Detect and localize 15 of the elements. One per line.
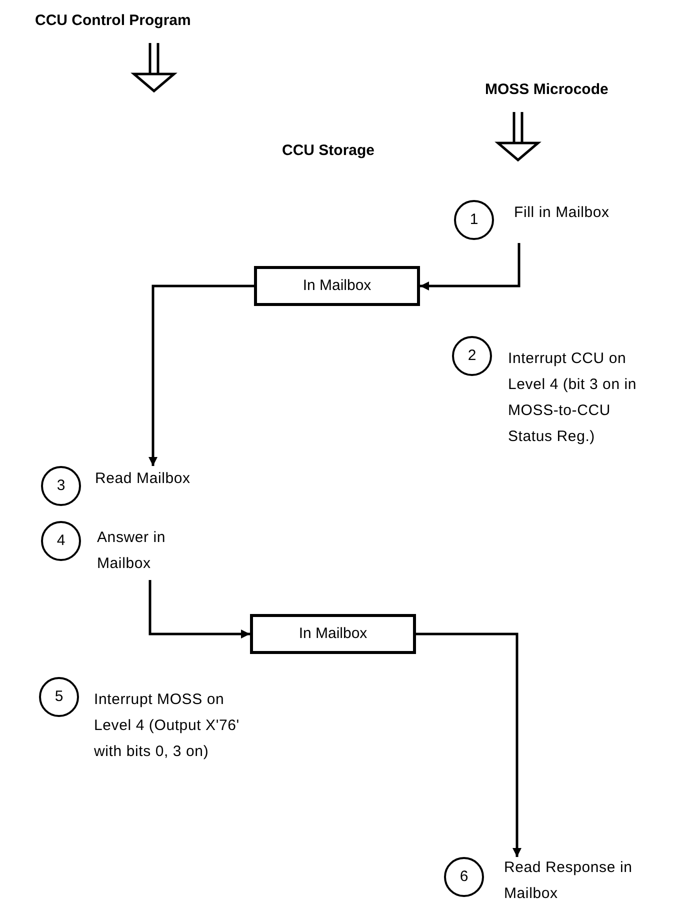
step-text: Interrupt CCU on Level 4 (bit 3 on in MOSS-to-CCU Status Reg.) [508,349,638,447]
step-text: Answer in Mailbox [97,528,167,574]
heading-label: CCU Storage [282,141,375,161]
step-text: Read Mailbox [95,469,192,489]
heading-label: MOSS Microcode [485,80,608,100]
step-text: Read Response in Mailbox [504,858,634,904]
arrow [416,632,522,857]
arrow [148,284,254,466]
step-text: Interrupt MOSS on Level 4 (Output X'76' with bits 0, 3 on) [94,690,240,762]
step-text: Fill in Mailbox [514,203,610,223]
arrow [420,243,520,290]
mailbox-box: In Mailbox [254,266,420,306]
mailbox-box: In Mailbox [250,614,416,654]
heading-label: CCU Control Program [35,11,191,31]
arrow [148,580,250,638]
